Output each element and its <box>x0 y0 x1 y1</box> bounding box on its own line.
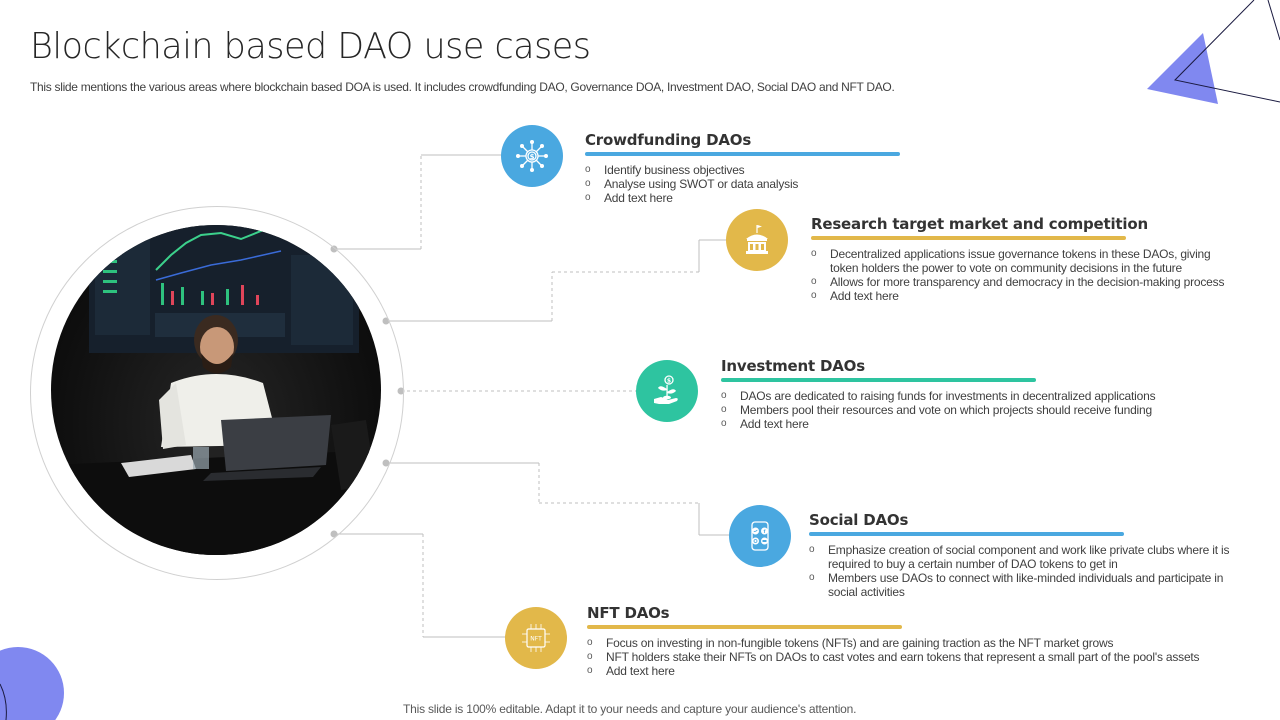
trader-illustration <box>51 225 381 555</box>
bullet-list: Decentralized applications issue governa… <box>811 247 1251 303</box>
bullet-item: NFT holders stake their NFTs on DAOs to … <box>587 650 1247 664</box>
svg-text:$: $ <box>667 378 671 385</box>
svg-text:$: $ <box>530 153 535 161</box>
card-title: Social DAOs <box>809 511 909 529</box>
bullet-item: Add text here <box>721 417 1191 431</box>
slide-footer: This slide is 100% editable. Adapt it to… <box>403 702 857 716</box>
bullet-list: DAOs are dedicated to raising funds for … <box>721 389 1191 431</box>
card-crowdfunding: Crowdfunding DAOs Identify business obje… <box>585 131 905 205</box>
phone-social-icon: f <box>751 521 769 551</box>
card-underline <box>811 236 1126 240</box>
card-title: NFT DAOs <box>587 604 670 622</box>
card-nft: NFT DAOs Focus on investing in non-fungi… <box>587 604 1247 678</box>
connector-nft <box>334 533 507 638</box>
bullet-item: Emphasize creation of social component a… <box>809 543 1241 571</box>
bullet-item: Members use DAOs to connect with like-mi… <box>809 571 1249 599</box>
research-icon-circle <box>726 209 788 271</box>
bullet-item: Add text here <box>587 664 1247 678</box>
svg-text:NFT: NFT <box>530 636 542 643</box>
slide-title: Blockchain based DAO use cases <box>30 26 591 67</box>
card-underline <box>809 532 1124 536</box>
nft-icon-circle: NFT <box>505 607 567 669</box>
decor-triangle-filled <box>1147 33 1218 104</box>
network-dollar-icon: $ <box>516 140 548 172</box>
card-title: Investment DAOs <box>721 357 865 375</box>
card-title: Research target market and competition <box>811 215 1148 233</box>
bullet-item: Analyse using SWOT or data analysis <box>585 177 905 191</box>
social-icon-circle: f <box>729 505 791 567</box>
card-underline <box>721 378 1036 382</box>
investment-icon-circle: $ <box>636 360 698 422</box>
bullet-list: Identify business objectives Analyse usi… <box>585 163 905 205</box>
bullet-item: Allows for more transparency and democra… <box>811 275 1251 289</box>
connector-research <box>386 239 730 322</box>
government-building-icon <box>746 225 768 254</box>
bullet-item: DAOs are dedicated to raising funds for … <box>721 389 1191 403</box>
bullet-item: Identify business objectives <box>585 163 905 177</box>
bullet-list: Focus on investing in non-fungible token… <box>587 636 1247 678</box>
slide-subtitle: This slide mentions the various areas wh… <box>30 80 895 94</box>
bullet-list: Emphasize creation of social component a… <box>809 543 1249 599</box>
card-investment: Investment DAOs DAOs are dedicated to ra… <box>721 357 1191 431</box>
bullet-item: Decentralized applications issue governa… <box>811 247 1236 275</box>
card-research: Research target market and competition D… <box>811 215 1251 303</box>
bullet-item: Add text here <box>811 289 1251 303</box>
hand-plant-dollar-icon: $ <box>654 375 678 404</box>
card-social: Social DAOs Emphasize creation of social… <box>809 511 1249 599</box>
bullet-item: Focus on investing in non-fungible token… <box>587 636 1247 650</box>
connector-crowdfunding <box>334 154 505 250</box>
crowdfunding-icon-circle: $ <box>501 125 563 187</box>
bullet-item: Add text here <box>585 191 905 205</box>
decor-circle <box>0 647 64 720</box>
card-underline <box>585 152 900 156</box>
svg-text:f: f <box>764 529 766 535</box>
card-title: Crowdfunding DAOs <box>585 131 752 149</box>
card-underline <box>587 625 902 629</box>
decor-triangle-outline <box>1173 0 1280 103</box>
nft-chip-icon: NFT <box>522 624 550 652</box>
connector-social <box>386 462 730 536</box>
bullet-item: Members pool their resources and vote on… <box>721 403 1191 417</box>
hero-photo <box>51 225 381 555</box>
photo-ring <box>30 206 404 580</box>
